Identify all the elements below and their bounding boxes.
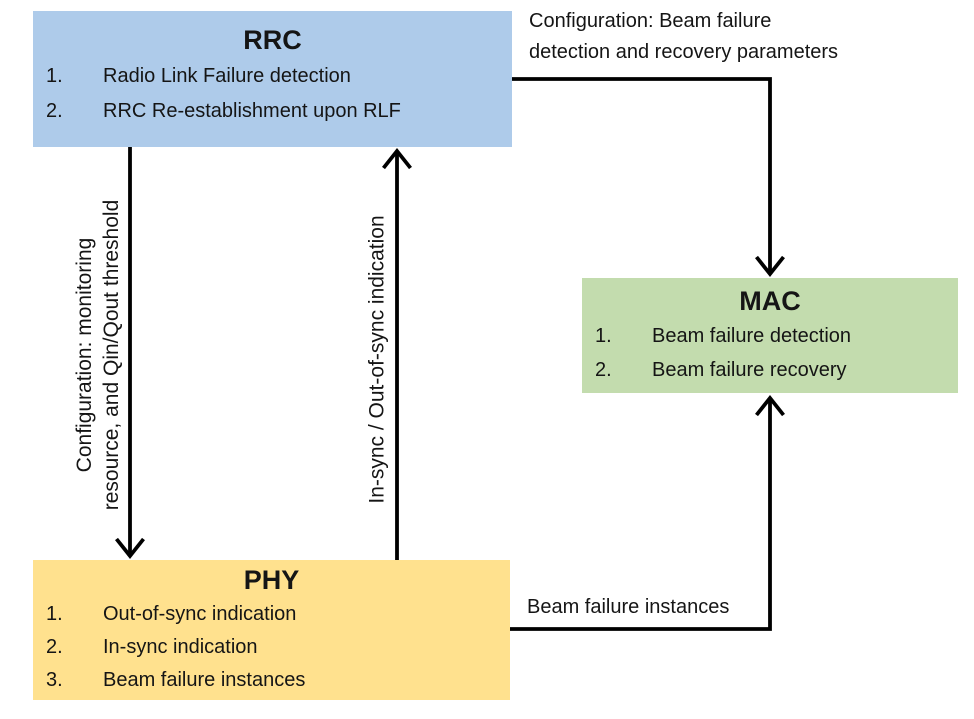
phy-to-mac-arrow-line <box>510 398 772 631</box>
mac-layer-box: MAC 1. Beam failure detection 2. Beam fa… <box>582 278 958 393</box>
rrc-to-mac-arrowhead-icon <box>755 255 785 278</box>
phy-item-2: 2. In-sync indication <box>33 631 510 664</box>
rrc-to-mac-label-line2: detection and recovery parameters <box>529 41 839 63</box>
list-text: Beam failure detection <box>652 325 852 347</box>
rrc-layer-box: RRC 1. Radio Link Failure detection 2. R… <box>33 11 512 147</box>
list-number: 2. <box>46 636 63 658</box>
phy-to-mac-arrowhead-icon <box>755 394 785 417</box>
list-text: In-sync indication <box>103 636 258 658</box>
rrc-to-phy-label-line2: resource, and Qin/Qout threshold <box>100 199 123 511</box>
list-number: 1. <box>46 603 63 625</box>
rrc-to-phy-label-line1: Configuration: monitoring <box>73 237 96 473</box>
list-text: Radio Link Failure detection <box>103 65 351 87</box>
list-text: Beam failure instances <box>103 669 306 691</box>
mac-item-1: 1. Beam failure detection <box>582 319 958 353</box>
list-number: 1. <box>46 65 63 87</box>
list-number: 2. <box>595 359 612 381</box>
rrc-title: RRC <box>243 25 302 55</box>
list-text: Beam failure recovery <box>652 359 847 381</box>
phy-item-3: 3. Beam failure instances <box>33 664 510 697</box>
list-number: 3. <box>46 669 63 691</box>
phy-to-rrc-arrow-label: In-sync / Out-of-sync indication <box>365 215 389 504</box>
mac-item-2: 2. Beam failure recovery <box>582 353 958 387</box>
rrc-to-phy-arrowhead-icon <box>115 537 145 560</box>
rrc-to-mac-arrow-label: Configuration: Beam failure detection an… <box>529 6 838 68</box>
list-number: 1. <box>595 325 612 347</box>
phy-to-mac-arrow-label: Beam failure instances <box>527 596 730 618</box>
rrc-item-2: 2. RRC Re-establishment upon RLF <box>33 94 512 129</box>
phy-to-rrc-arrowhead-icon <box>382 147 412 170</box>
list-text: RRC Re-establishment upon RLF <box>103 100 401 122</box>
rrc-item-1: 1. Radio Link Failure detection <box>33 59 512 94</box>
rrc-to-phy-arrow-label: Configuration: monitoring resource, and … <box>71 145 125 565</box>
rrc-to-mac-arrow-line <box>512 77 772 274</box>
list-text: Out-of-sync indication <box>103 603 297 625</box>
rrc-to-mac-label-line1: Configuration: Beam failure <box>529 10 772 32</box>
phy-item-1: 1. Out-of-sync indication <box>33 598 510 631</box>
mac-title: MAC <box>739 286 801 316</box>
list-number: 2. <box>46 100 63 122</box>
phy-layer-box: PHY 1. Out-of-sync indication 2. In-sync… <box>33 560 510 700</box>
phy-title: PHY <box>243 565 300 595</box>
